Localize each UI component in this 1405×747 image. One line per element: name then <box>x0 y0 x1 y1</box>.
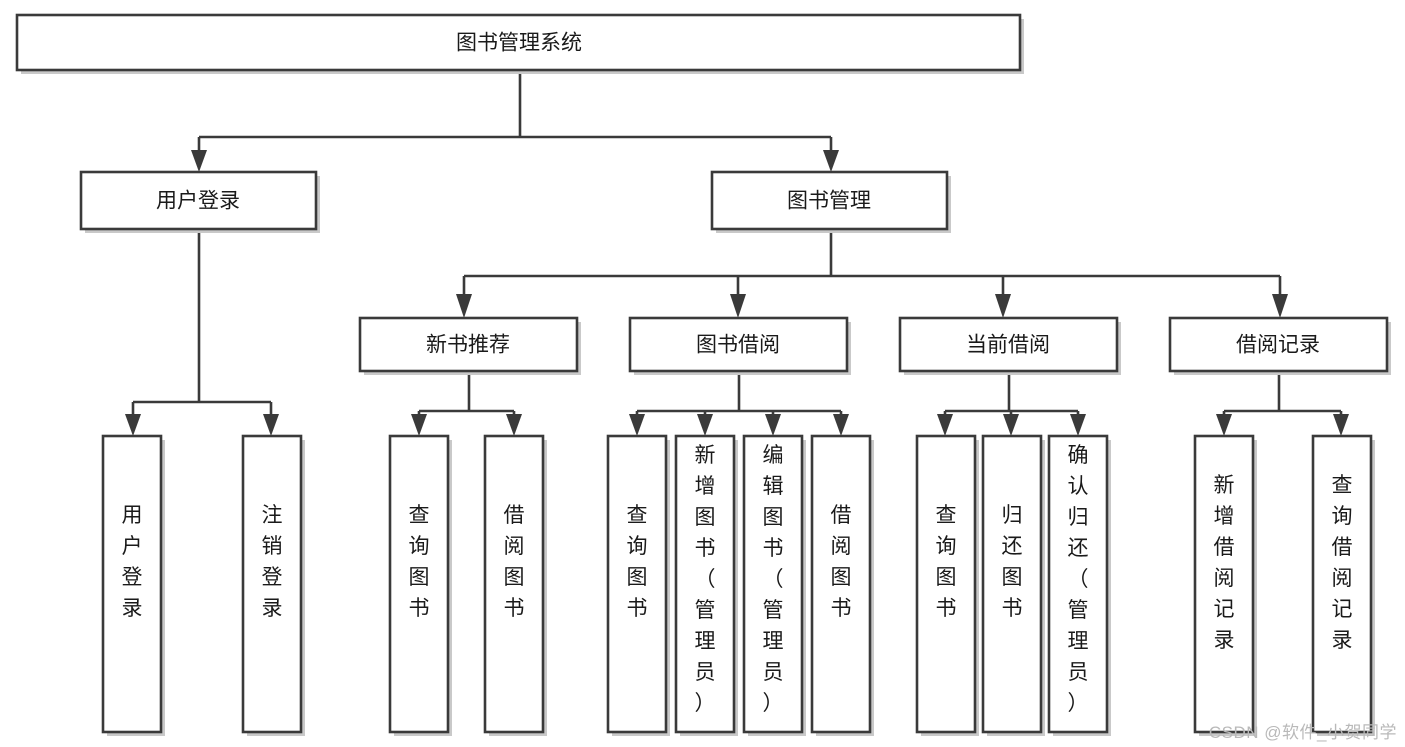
leaf-query-book-3-label: 查询图书 <box>936 504 957 620</box>
node-leaf-borrow-book-1[interactable]: 借阅图书 <box>483 434 547 736</box>
leaf-borrow-book-1-label: 借阅图书 <box>504 504 525 620</box>
leaf-query-book-3-box <box>915 434 977 734</box>
leaf-add-book-label: 新增图书（管理员） <box>695 444 716 715</box>
arrow-to-leaf-query-book-2 <box>629 414 645 436</box>
leaf-logout-label: 注销登录 <box>262 504 283 620</box>
node-leaf-edit-book[interactable]: 编辑图书（管理员） <box>742 434 806 736</box>
borrow-record-label: 借阅记录 <box>1236 334 1320 357</box>
edge-group <box>125 72 1349 436</box>
arrow-to-leaf-user-login <box>125 414 141 436</box>
book-manage-label: 图书管理 <box>787 190 871 213</box>
arrow-to-leaf-add-book <box>697 414 713 436</box>
node-leaf-user-login[interactable]: 用户登录 <box>101 434 165 736</box>
arrow-to-book-borrow <box>730 294 746 318</box>
user-login-label: 用户登录 <box>156 190 240 213</box>
arrow-to-book-manage <box>823 150 839 172</box>
leaf-add-record-label: 新增借阅记录 <box>1214 474 1235 652</box>
csdn-watermark: CSDN @软件_小贺同学 <box>1208 723 1397 742</box>
book-borrow-label: 图书借阅 <box>696 334 780 357</box>
node-new-book-rec[interactable]: 新书推荐 <box>358 316 581 375</box>
node-leaf-query-record[interactable]: 查询借阅记录 <box>1311 434 1375 736</box>
arrow-to-leaf-confirm-return <box>1070 414 1086 436</box>
node-leaf-add-record[interactable]: 新增借阅记录 <box>1193 434 1257 736</box>
leaf-borrow-book-2-box <box>810 434 872 734</box>
leaf-add-record-box <box>1193 434 1255 734</box>
leaf-edit-book-box <box>742 434 804 734</box>
book-borrow-box <box>628 316 849 373</box>
leaf-query-record-box <box>1311 434 1373 734</box>
leaf-query-record-label: 查询借阅记录 <box>1332 474 1353 652</box>
leaf-query-book-1-box <box>388 434 450 734</box>
node-leaf-borrow-book-2[interactable]: 借阅图书 <box>810 434 874 736</box>
arrow-to-borrow-record <box>1272 294 1288 318</box>
current-borrow-box <box>898 316 1119 373</box>
leaf-borrow-book-2-label: 借阅图书 <box>831 504 852 620</box>
leaf-query-book-2-label: 查询图书 <box>627 504 648 620</box>
leaf-confirm-return-box <box>1047 434 1109 734</box>
node-root[interactable]: 图书管理系统 <box>15 13 1024 74</box>
leaf-user-login-box <box>101 434 163 734</box>
arrow-to-leaf-query-book-1 <box>411 414 427 436</box>
node-leaf-query-book-2[interactable]: 查询图书 <box>606 434 670 736</box>
arrow-to-leaf-edit-book <box>765 414 781 436</box>
node-borrow-record[interactable]: 借阅记录 <box>1168 316 1391 375</box>
current-borrow-label: 当前借阅 <box>966 334 1050 357</box>
node-leaf-query-book-1[interactable]: 查询图书 <box>388 434 452 736</box>
user-login-box <box>79 170 318 231</box>
arrow-to-current-borrow <box>995 294 1011 318</box>
new-book-rec-label: 新书推荐 <box>426 334 510 357</box>
leaf-borrow-book-1-box <box>483 434 545 734</box>
root-label: 图书管理系统 <box>456 32 582 55</box>
leaf-logout-box <box>241 434 303 734</box>
arrow-to-user-login <box>191 150 207 172</box>
leaf-query-book-2-box <box>606 434 668 734</box>
arrow-to-leaf-logout <box>263 414 279 436</box>
arrow-to-leaf-return-book <box>1003 414 1019 436</box>
node-leaf-confirm-return[interactable]: 确认归还（管理员） <box>1047 434 1111 736</box>
leaf-return-book-box <box>981 434 1043 734</box>
leaf-return-book-label: 归还图书 <box>1002 504 1023 620</box>
leaf-confirm-return-label: 确认归还（管理员） <box>1068 444 1089 715</box>
arrow-to-new-book-rec <box>456 294 472 318</box>
root-box <box>15 13 1022 72</box>
new-book-rec-box <box>358 316 579 373</box>
arrow-to-leaf-borrow-book-1 <box>506 414 522 436</box>
book-manage-box <box>710 170 949 231</box>
node-current-borrow[interactable]: 当前借阅 <box>898 316 1121 375</box>
leaf-add-book-box <box>674 434 736 734</box>
node-leaf-return-book[interactable]: 归还图书 <box>981 434 1045 736</box>
node-book-manage[interactable]: 图书管理 <box>710 170 951 233</box>
arrow-to-leaf-query-record <box>1333 414 1349 436</box>
arrow-to-leaf-query-book-3 <box>937 414 953 436</box>
node-leaf-query-book-3[interactable]: 查询图书 <box>915 434 979 736</box>
leaf-edit-book-label: 编辑图书（管理员） <box>763 444 784 715</box>
arrow-to-leaf-add-record <box>1216 414 1232 436</box>
node-leaf-logout[interactable]: 注销登录 <box>241 434 305 736</box>
borrow-record-box <box>1168 316 1389 373</box>
arrow-to-leaf-borrow-book-2 <box>833 414 849 436</box>
leaf-query-book-1-label: 查询图书 <box>409 504 430 620</box>
leaf-user-login-label: 用户登录 <box>122 504 143 620</box>
node-user-login[interactable]: 用户登录 <box>79 170 320 233</box>
node-book-borrow[interactable]: 图书借阅 <box>628 316 851 375</box>
node-leaf-add-book[interactable]: 新增图书（管理员） <box>674 434 738 736</box>
